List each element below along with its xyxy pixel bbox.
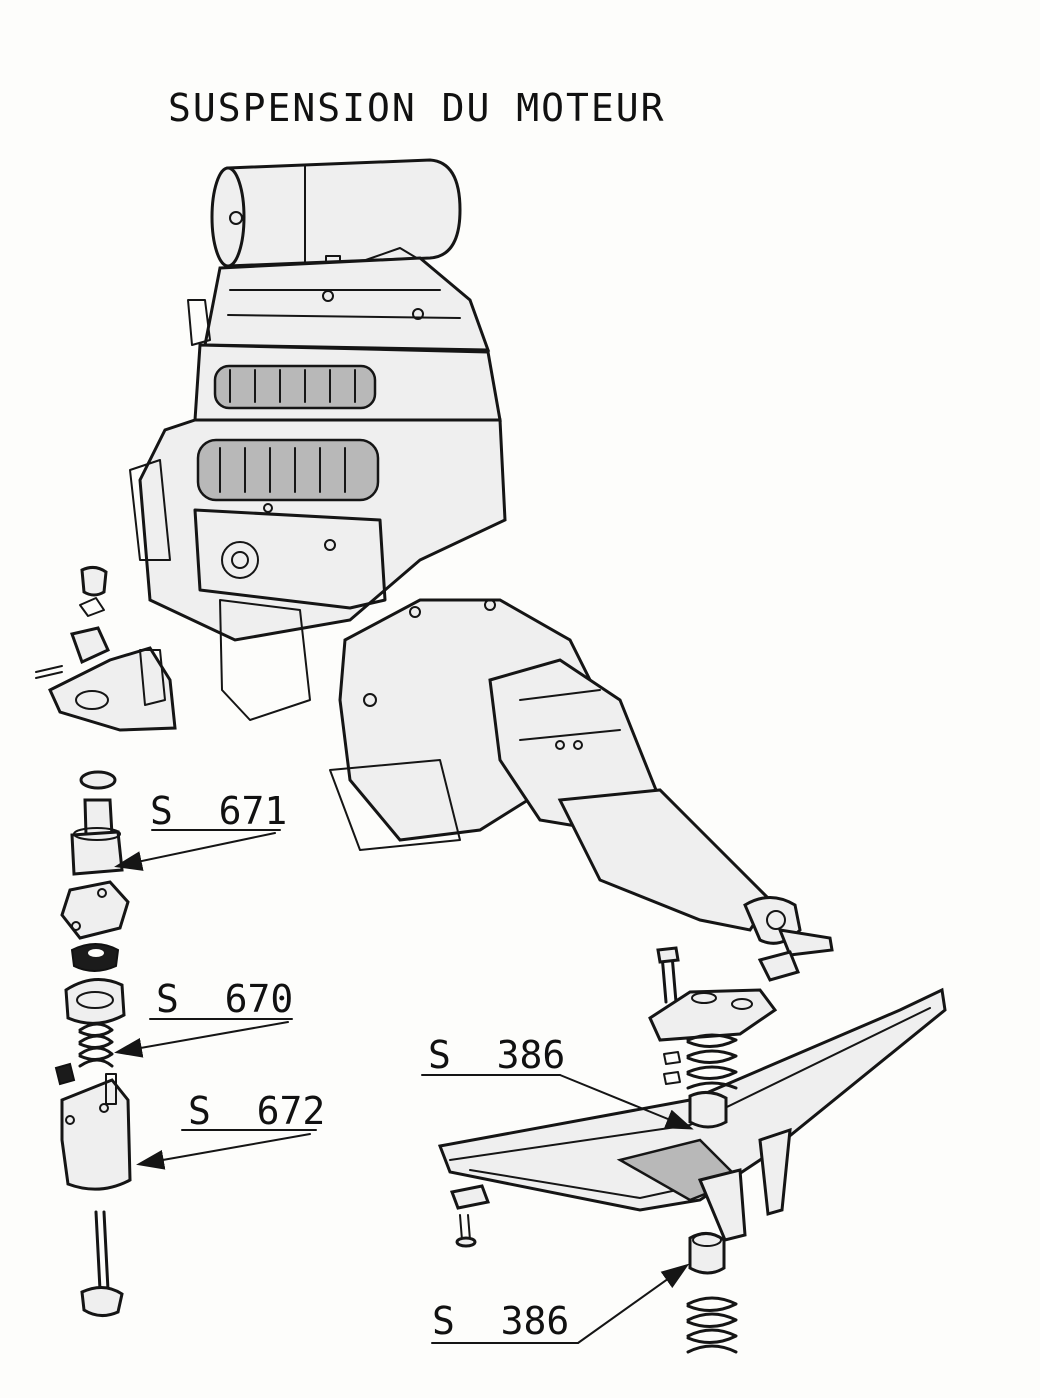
cylinder-head bbox=[187, 256, 491, 352]
left-mount-stack bbox=[54, 770, 132, 1317]
callout-s671: S 671 bbox=[150, 789, 288, 833]
air-filter bbox=[210, 158, 462, 313]
front-mount-bracket bbox=[35, 565, 177, 732]
engine-block bbox=[129, 418, 507, 721]
manifold bbox=[193, 343, 502, 422]
leader-s386a bbox=[559, 1074, 694, 1130]
leader-s671 bbox=[114, 832, 276, 871]
callout-s670: S 670 bbox=[156, 977, 294, 1021]
rear-mount-stack bbox=[648, 946, 778, 1354]
leader-s672 bbox=[136, 1133, 311, 1170]
leader-s670 bbox=[114, 1021, 289, 1058]
callout-leaders bbox=[114, 829, 694, 1344]
callout-s386-upper: S 386 bbox=[428, 1033, 566, 1077]
gearbox bbox=[329, 598, 834, 982]
diagram-title: SUSPENSION DU MOTEUR bbox=[168, 86, 666, 130]
callout-s672: S 672 bbox=[188, 1089, 326, 1133]
callout-s386-lower: S 386 bbox=[432, 1299, 570, 1343]
leader-s386b bbox=[577, 1263, 690, 1344]
engine-assembly bbox=[129, 158, 834, 982]
